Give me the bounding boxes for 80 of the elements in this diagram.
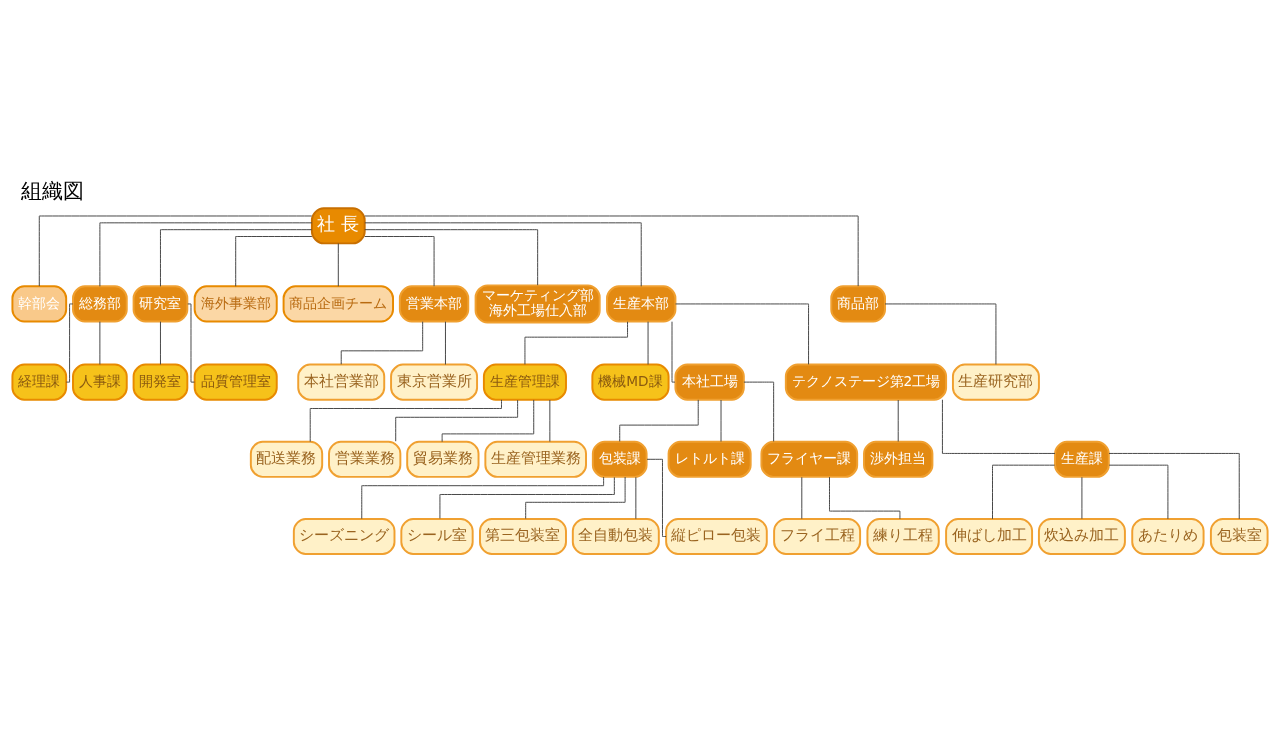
connector [364, 215, 859, 287]
node-box: マーケティング部 海外工場仕入部 [474, 284, 601, 324]
connector [1081, 476, 1083, 520]
connector [364, 222, 642, 287]
node-box: 貿易業務 [406, 440, 480, 478]
connector [897, 399, 899, 442]
connector [99, 222, 313, 287]
node-box: 営業本部 [398, 285, 470, 323]
connector [187, 303, 195, 383]
node-box: 全自動包装 [571, 517, 660, 556]
connector [445, 321, 446, 365]
node-box: 生産研究部 [951, 363, 1040, 401]
node-box: 練り工程 [866, 517, 940, 556]
node-box: 海外事業部 [193, 285, 278, 323]
node-box: 品質管理室 [193, 363, 278, 401]
node-box: 生産課 [1054, 440, 1110, 478]
connector [635, 476, 637, 520]
connector [159, 321, 161, 365]
node-box: 炊込み加工 [1037, 517, 1126, 556]
node-box: 商品企画チーム [282, 285, 394, 323]
node-box: 伸ばし加工 [945, 517, 1034, 556]
node-box: フライヤー課 [760, 440, 859, 478]
connector [646, 458, 667, 537]
connector [38, 215, 313, 287]
connector [235, 236, 313, 287]
connector [884, 303, 997, 365]
node-box: レトルト課 [667, 440, 752, 478]
connector [309, 399, 502, 442]
node-box: シーズニング [292, 517, 396, 556]
connector [647, 321, 649, 365]
connector [801, 476, 803, 520]
node-box: 機械MD課 [591, 363, 670, 401]
node-box: 生産管理業務 [484, 440, 587, 478]
node-box: フライ工程 [773, 517, 862, 556]
connector [65, 303, 74, 383]
node-box: 開発室 [132, 363, 189, 401]
connector [992, 464, 1056, 520]
node-box: あたりめ [1131, 517, 1205, 556]
connector [524, 321, 629, 365]
node-box: 縦ピロー包装 [665, 517, 768, 556]
diagram-title: 組織図 [20, 178, 84, 204]
node-box: 本社営業部 [297, 363, 386, 401]
node-box: シール室 [400, 517, 474, 556]
connector [720, 399, 722, 442]
node-box: 東京営業所 [390, 363, 479, 401]
node-box: 渉外担当 [863, 440, 934, 478]
node-box: 総務部 [72, 285, 128, 323]
connector [361, 476, 605, 520]
node-box: 生産本部 [606, 285, 677, 323]
node-box: 生産管理課 [482, 363, 567, 401]
node-box: 幹部会 [11, 285, 68, 323]
connector [743, 381, 775, 442]
connector [364, 229, 539, 286]
connector [159, 229, 313, 287]
connector [829, 476, 901, 520]
connector [1108, 452, 1240, 520]
connector [549, 399, 551, 442]
node-box: 配送業務 [249, 440, 324, 478]
connector [99, 321, 101, 365]
node-box: 営業業務 [328, 440, 402, 478]
connector [675, 303, 810, 365]
node-box: 包装課 [591, 440, 648, 478]
node-box: 本社工場 [674, 363, 745, 401]
node-box: 経理課 [11, 363, 68, 401]
connector [1108, 464, 1169, 520]
connector [671, 321, 676, 383]
node-box: 商品部 [830, 285, 886, 323]
connector [395, 399, 519, 442]
connector [525, 476, 626, 520]
connector [441, 399, 535, 443]
node-box: 人事課 [72, 363, 128, 401]
connector [364, 236, 435, 287]
connector [439, 476, 615, 519]
connector [337, 243, 339, 287]
connector [941, 399, 1056, 454]
node-box: 第三包装室 [479, 517, 567, 556]
node-box: 研究室 [132, 285, 189, 323]
node-box: テクノステージ第2工場 [784, 363, 948, 401]
node-box: 包装室 [1209, 517, 1269, 556]
node-box: 社 長 [310, 207, 366, 245]
